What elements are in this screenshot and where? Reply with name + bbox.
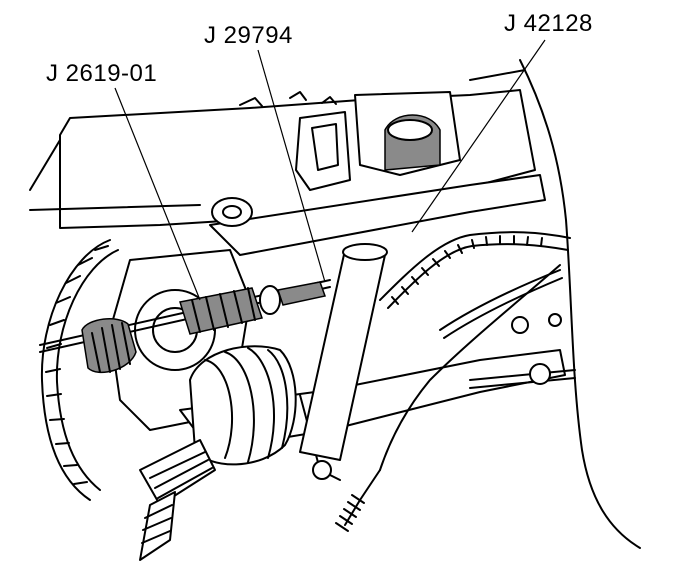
shock-absorber [299,243,388,461]
leader-line-a [114,87,201,301]
leader-line-c [411,39,546,233]
tie-rod [469,313,576,389]
fender-outline [469,59,641,549]
slide-hammer-tool [39,279,331,374]
tool-label-j29794: J 29794 [204,22,293,49]
tool-label-j2619: J 2619-01 [46,60,158,87]
bracket [295,111,351,191]
upper-control-arm [209,174,546,256]
leader-line-b [257,49,326,283]
tool-label-j42128: J 42128 [504,10,593,37]
brake-rotor [40,239,119,501]
axle-stub [139,439,216,561]
leader-lines [114,39,546,301]
brake-line [335,264,561,532]
cv-boot [189,345,297,466]
strut-tower [354,91,461,176]
wiring-harness [379,231,571,339]
